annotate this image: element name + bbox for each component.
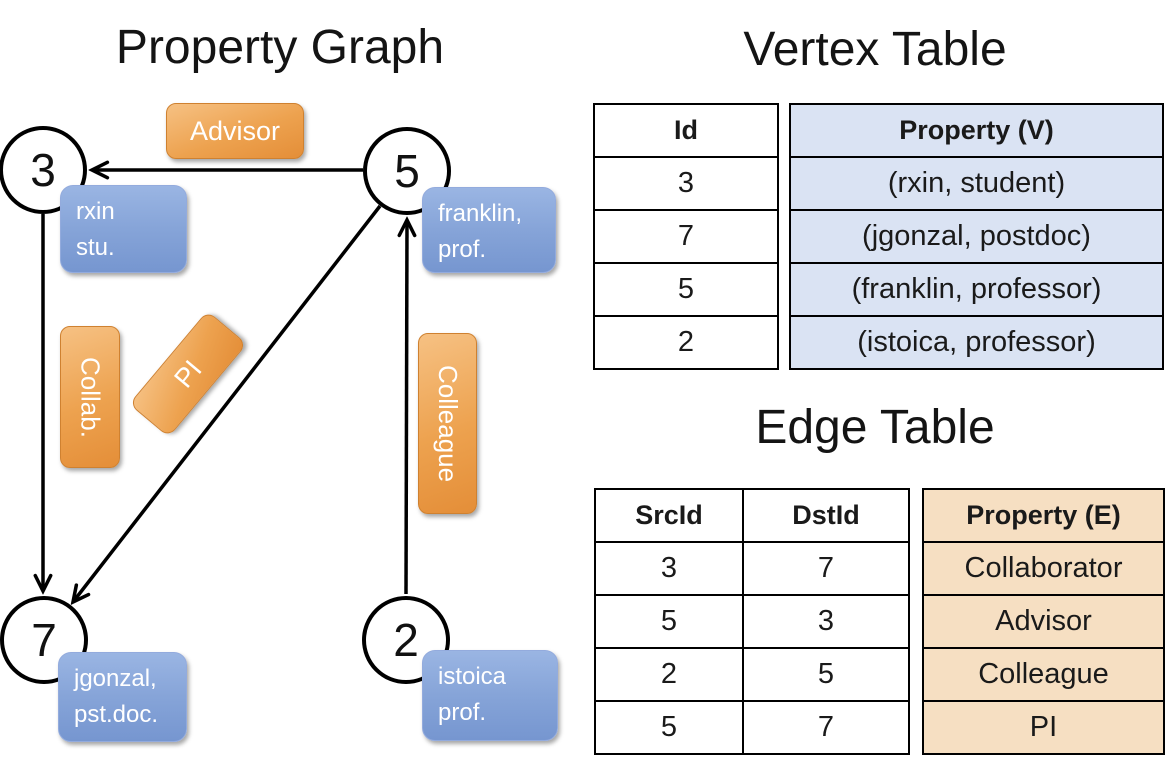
graph-node-2: 2 [362,596,450,684]
table-cell: 5 [744,647,908,700]
graph-edges-canvas [0,0,580,760]
vertex-property-line: prof. [438,236,487,263]
vertex-property-line: jgonzal, [74,665,157,692]
edge-table-dstid-column: DstId 7 3 5 7 [742,490,908,753]
vertex-property-line: stu. [76,234,115,261]
vertex-property-line: prof. [438,699,487,726]
table-cell: 2 [595,315,777,368]
vertex-property-line: franklin, [438,200,523,227]
edge-table: SrcId 3 5 2 5 DstId 7 3 5 7 Property (E)… [594,488,1165,755]
property-graph-title: Property Graph [115,21,445,74]
edge-table-srcid-column: SrcId 3 5 2 5 [596,490,742,753]
table-cell: 3 [595,156,777,209]
table-cell: 7 [595,209,777,262]
vertex-property-box-2: istoica prof. [422,650,558,741]
edge-table-id-columns: SrcId 3 5 2 5 DstId 7 3 5 7 [594,488,910,755]
vertex-table-property-column: Property (V) (rxin, student) (jgonzal, p… [789,103,1164,370]
table-cell: 5 [596,594,742,647]
vertex-property-box-5: franklin, prof. [422,187,556,273]
table-cell: (istoica, professor) [791,315,1162,368]
node-3-id: 3 [30,144,56,196]
vertex-table: Id 3 7 5 2 Property (V) (rxin, student) … [593,103,1164,370]
vertex-table-title: Vertex Table [743,23,1007,76]
node-5-id: 5 [394,145,420,197]
table-cell: (rxin, student) [791,156,1162,209]
edge-table-header-srcid: SrcId [635,500,703,530]
table-cell: 7 [744,700,908,753]
table-cell: 3 [744,594,908,647]
vertex-property-line: istoica [438,663,507,690]
edge-table-title: Edge Table [755,401,995,454]
table-cell: 2 [596,647,742,700]
node-7-id: 7 [31,614,57,666]
vertex-property-box-7: jgonzal, pst.doc. [58,652,187,742]
table-cell: (franklin, professor) [791,262,1162,315]
edge-table-property-column: Property (E) Collaborator Advisor Collea… [922,488,1165,755]
table-cell: PI [924,700,1163,753]
edge-table-header-dstid: DstId [792,500,860,530]
vertex-table-header-id: Id [674,115,698,145]
vertex-table-id-column: Id 3 7 5 2 [593,103,779,370]
property-graph-pane: Property Graph 3 5 7 2 Advisor Collab. P… [0,0,580,760]
table-cell: (jgonzal, postdoc) [791,209,1162,262]
vertex-property-box-3: rxin stu. [60,185,187,273]
edge-label-colleague: Colleague [418,333,477,514]
graph-node-5: 5 [363,127,451,215]
edge-label-advisor: Advisor [166,103,304,159]
edge-table-header-property: Property (E) [924,490,1163,541]
table-cell: Collaborator [924,541,1163,594]
table-cell: 5 [596,700,742,753]
table-cell: 3 [596,541,742,594]
edge-arrow-5-to-7 [73,204,382,602]
table-cell: 7 [744,541,908,594]
table-cell: Colleague [924,647,1163,700]
vertex-property-line: rxin [76,198,115,225]
edge-arrow-2-to-5 [406,220,407,595]
vertex-table-header-property: Property (V) [791,105,1162,156]
node-2-id: 2 [393,614,419,666]
table-cell: Advisor [924,594,1163,647]
vertex-property-line: pst.doc. [74,701,159,728]
table-cell: 5 [595,262,777,315]
edge-label-collab: Collab. [60,326,120,468]
